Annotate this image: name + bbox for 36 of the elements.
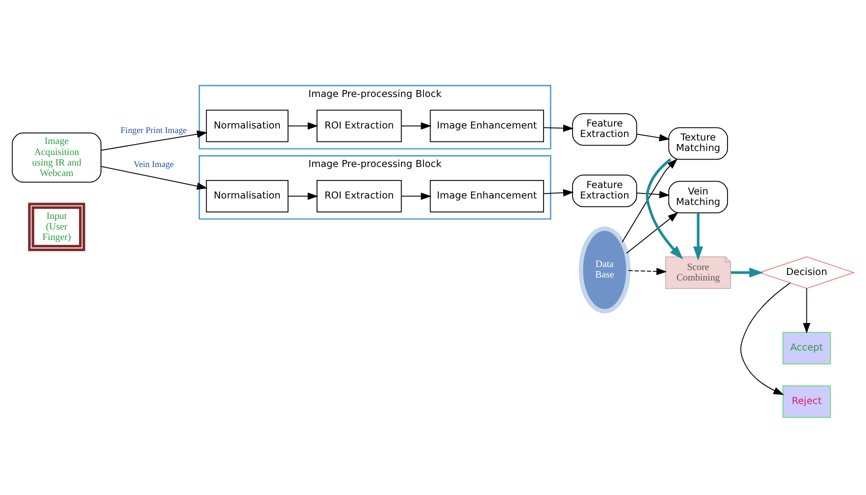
arrow xyxy=(401,122,432,130)
arrow xyxy=(802,287,810,334)
node-box: Normalisation xyxy=(206,109,288,142)
arrow xyxy=(646,158,684,260)
node-box: Image Enhancement xyxy=(430,179,544,212)
arrow xyxy=(636,133,670,141)
arrow xyxy=(693,212,704,260)
node-box: Input (User Finger) xyxy=(28,202,86,251)
node-box: Normalisation xyxy=(206,179,288,212)
node-box: Reject xyxy=(782,384,831,418)
arrow xyxy=(622,158,678,242)
edge-label: Vein Image xyxy=(134,158,174,169)
node-box: Feature Extraction xyxy=(572,112,638,146)
node-box: Image Enhancement xyxy=(430,109,544,142)
node-box: ROI Extraction xyxy=(316,109,402,142)
arrow xyxy=(288,192,318,200)
node-box: Image Acquisition using IR and Webcam xyxy=(12,132,102,182)
arrow xyxy=(730,267,764,278)
arrow xyxy=(626,212,678,254)
node-box: ROI Extraction xyxy=(316,179,402,212)
arrow xyxy=(740,282,791,394)
arrow xyxy=(636,190,670,198)
arrow xyxy=(100,130,208,150)
arrow xyxy=(288,122,318,130)
edge-label: Finger Print Image xyxy=(120,124,187,134)
node-box: Texture Matching xyxy=(668,126,728,160)
arrow xyxy=(543,188,574,196)
node-diamond: Decision xyxy=(758,256,856,288)
arrow xyxy=(628,267,667,275)
arrow xyxy=(401,192,432,200)
node-ellipse: Data Base xyxy=(578,226,631,313)
node-box: Vein Matching xyxy=(668,180,728,213)
node-box: Feature Extraction xyxy=(572,174,638,207)
arrow xyxy=(100,166,208,190)
node-box: Accept xyxy=(782,331,831,364)
arrow xyxy=(543,124,574,132)
